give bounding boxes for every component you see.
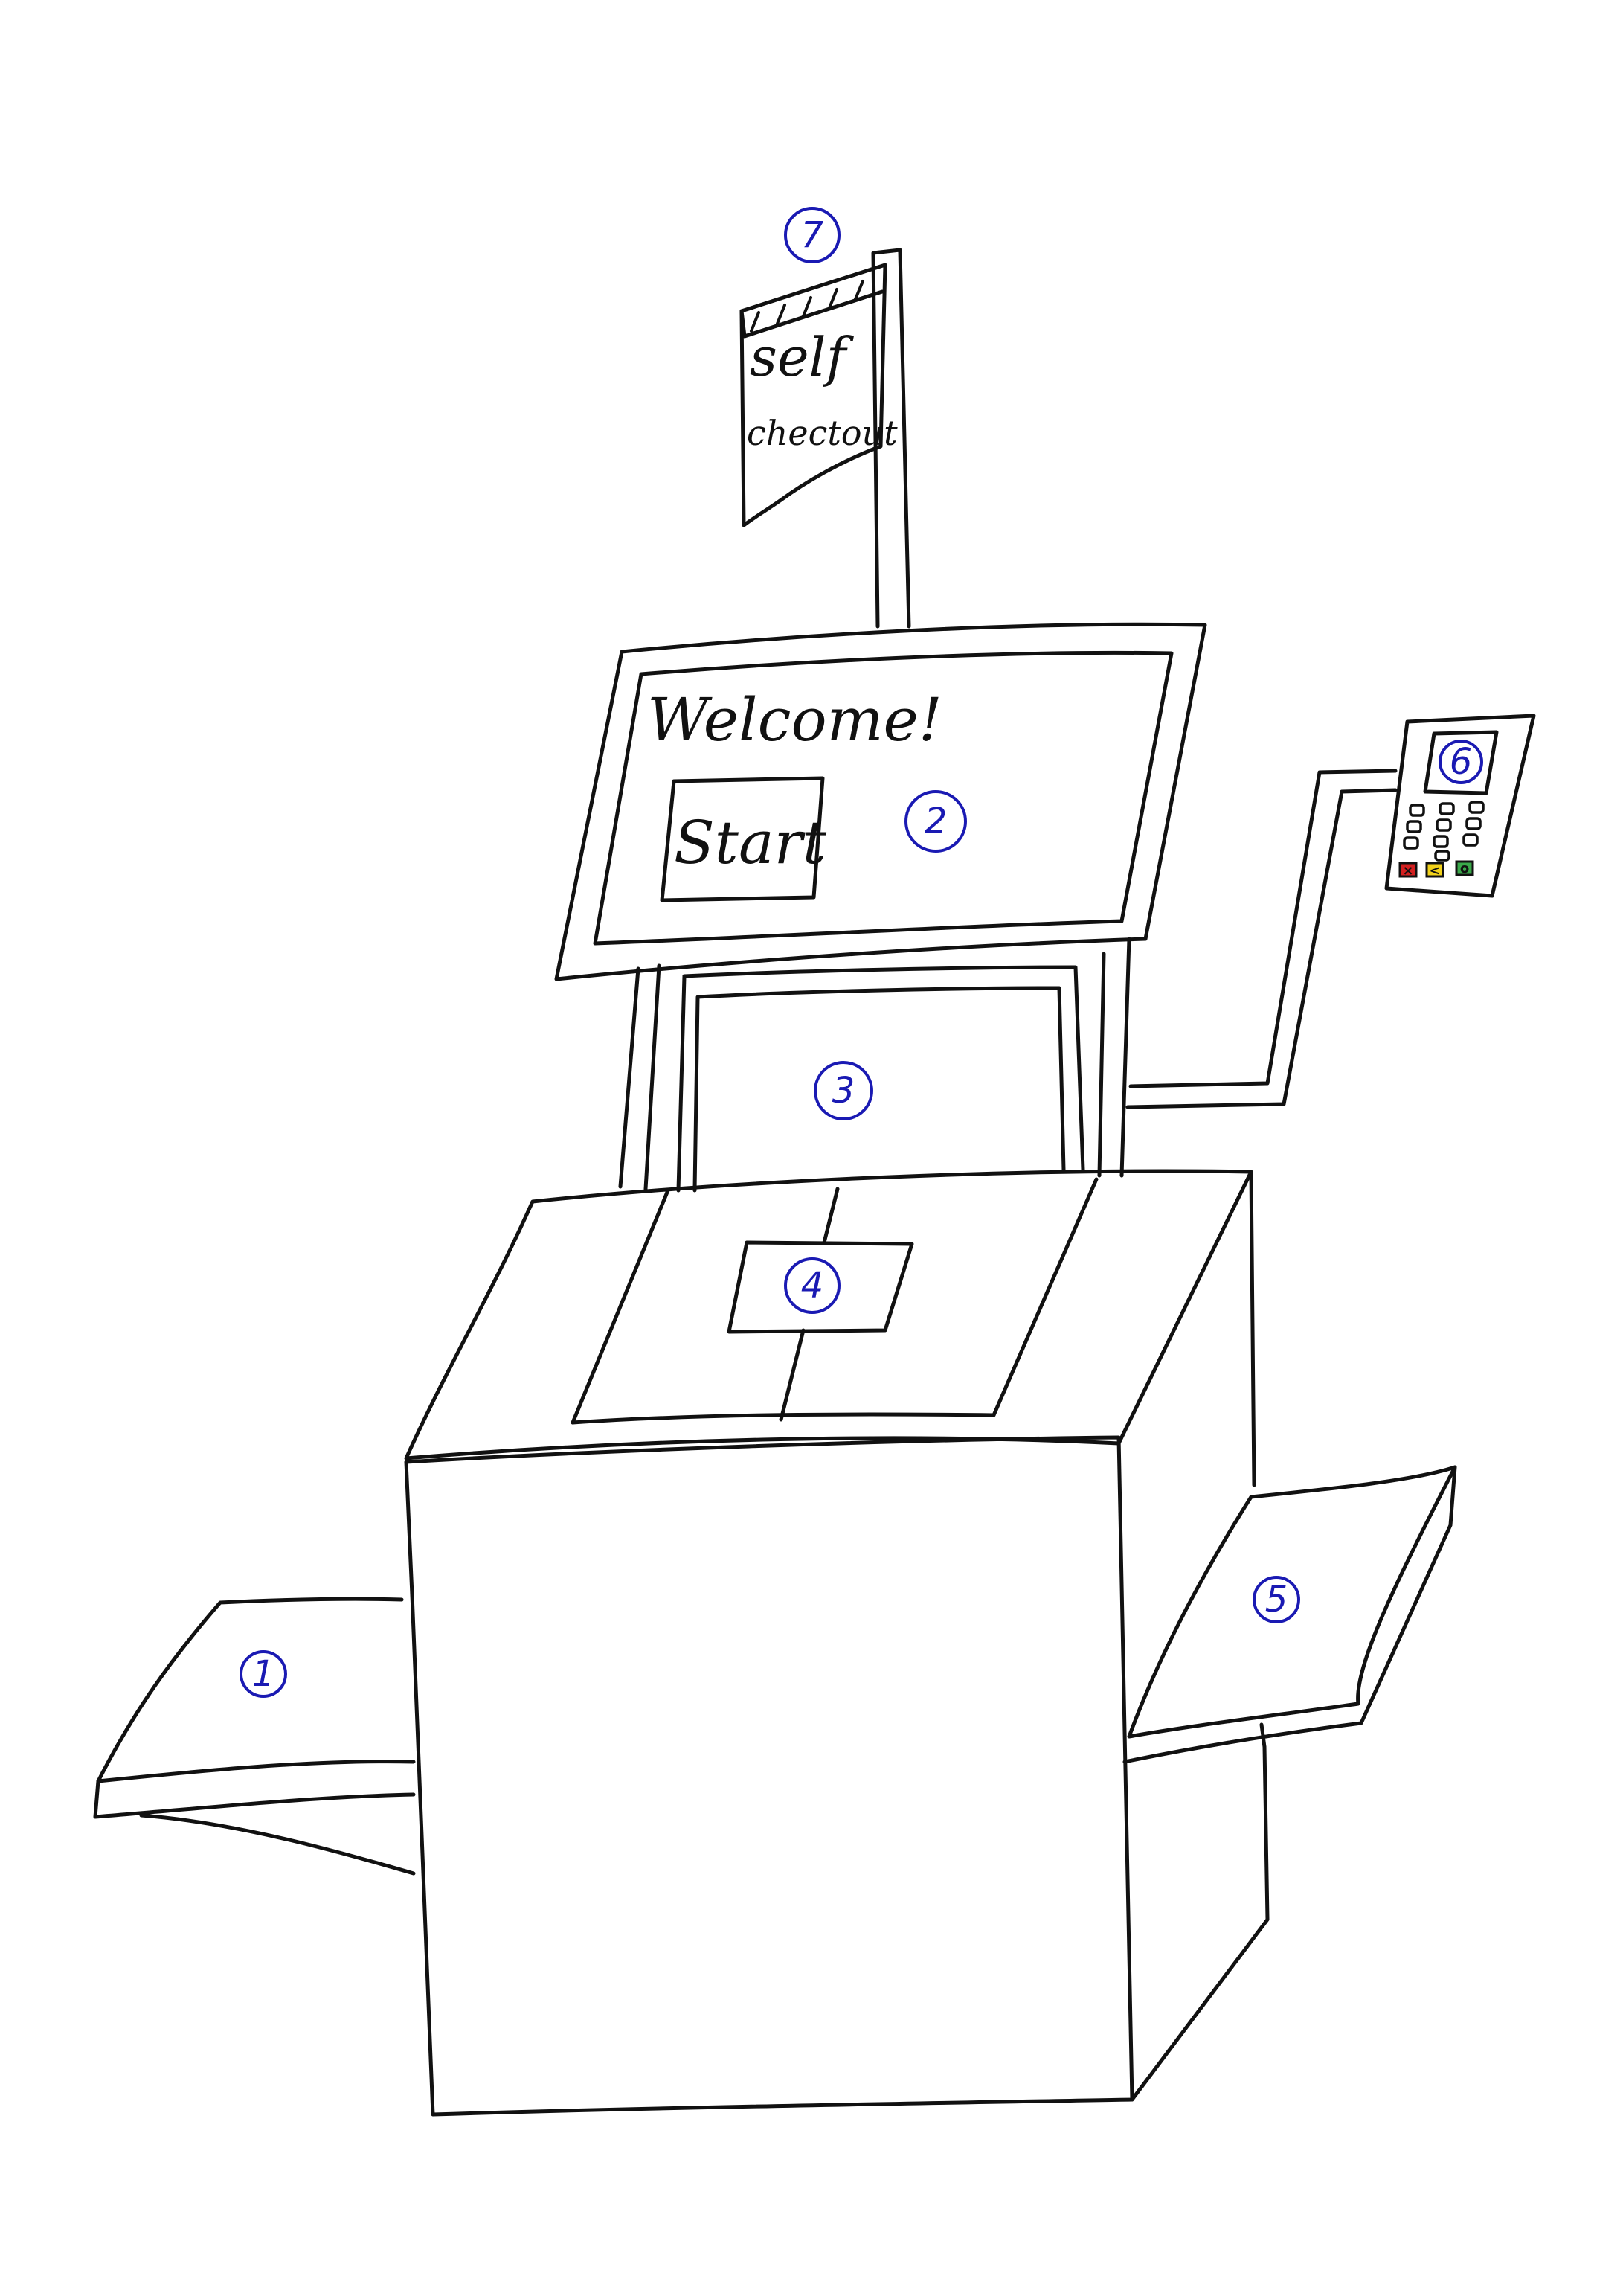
sign-hatching (750, 280, 864, 333)
card-reader-display (1423, 730, 1499, 795)
counter-top-outline (404, 1169, 1253, 1460)
enter-key-symbol: o (1460, 861, 1469, 876)
callout-number: 4 (801, 1265, 824, 1306)
screen-display (593, 650, 1174, 946)
clear-key[interactable] (1425, 862, 1444, 878)
cabinet-side (1130, 1170, 1270, 2102)
sign-board (739, 263, 887, 527)
callout-5: 5 (1253, 1576, 1300, 1623)
welcome-text: Welcome! (647, 685, 942, 754)
key[interactable] (1433, 835, 1449, 848)
screen-assembly: Welcome! Start (554, 622, 1207, 981)
cabinet-front (404, 1435, 1134, 2117)
key[interactable] (1468, 801, 1485, 814)
clear-key-symbol: < (1429, 863, 1440, 879)
sign-pole (871, 248, 911, 629)
cabinet (404, 1170, 1270, 2117)
sign-assembly: self chectout (739, 248, 911, 629)
key[interactable] (1439, 802, 1455, 815)
scale-plate (727, 1240, 914, 1334)
callout-circle (1439, 740, 1483, 784)
sign-text-checkout: chectout (747, 413, 898, 453)
scanner-window-outer (682, 965, 1085, 1172)
enter-key[interactable] (1455, 860, 1474, 876)
cancel-key[interactable] (1398, 862, 1418, 878)
callout-number: 2 (925, 801, 948, 842)
key[interactable] (1434, 850, 1450, 862)
right-tray-leg (1259, 1722, 1267, 1749)
left-tray (93, 1597, 416, 1876)
right-tray-top (1127, 1465, 1457, 1739)
screen-bezel (554, 622, 1207, 981)
belt-center-line (779, 1187, 840, 1422)
callout-circle (784, 1257, 841, 1314)
callout-circle (784, 207, 841, 263)
callout-number: 5 (1265, 1579, 1288, 1620)
callout-1: 1 (240, 1650, 287, 1698)
right-tray (1122, 1465, 1457, 1764)
callout-7: 7 (784, 207, 841, 263)
counter-top (404, 1169, 1253, 1460)
left-tray-underside (139, 1813, 416, 1876)
callout-circle (1253, 1576, 1300, 1623)
callout-4: 4 (784, 1257, 841, 1314)
callout-6: 6 (1439, 740, 1483, 784)
right-tray-edge (1122, 1465, 1457, 1764)
key[interactable] (1465, 817, 1482, 830)
key[interactable] (1403, 836, 1419, 850)
sign-top-band (739, 289, 884, 339)
key[interactable] (1409, 804, 1425, 817)
left-tray-front (93, 1779, 416, 1819)
callout-number: 6 (1450, 741, 1473, 783)
callout-number: 1 (252, 1653, 275, 1695)
belt-divider-left (571, 1188, 670, 1425)
card-reader-body (1384, 714, 1536, 898)
sign-text-self: self (750, 326, 855, 388)
left-tray-top (96, 1597, 416, 1783)
callout-circle (240, 1650, 287, 1698)
callout-2: 2 (904, 790, 967, 853)
callout-number: 7 (801, 214, 824, 256)
key[interactable] (1406, 820, 1422, 833)
key[interactable] (1436, 818, 1452, 832)
callout-circle (904, 790, 967, 853)
scanner-window-inner (676, 974, 1066, 1193)
belt-divider-right (992, 1177, 1099, 1417)
callout-3: 3 (814, 1061, 873, 1120)
start-button-frame (660, 776, 825, 902)
cancel-key-symbol: × (1402, 863, 1413, 879)
card-reader-keypad[interactable]: × < o (1398, 801, 1485, 879)
scanner-assembly (618, 937, 1131, 1193)
start-button-label: Start (674, 808, 827, 877)
start-button[interactable]: Start (660, 776, 827, 902)
card-reader-assembly: × < o (1125, 714, 1536, 1109)
card-reader-arm (1125, 769, 1398, 1109)
callout-number: 3 (832, 1070, 855, 1112)
callout-circle (814, 1061, 873, 1120)
key[interactable] (1462, 833, 1479, 847)
scanner-column (618, 937, 1131, 1191)
